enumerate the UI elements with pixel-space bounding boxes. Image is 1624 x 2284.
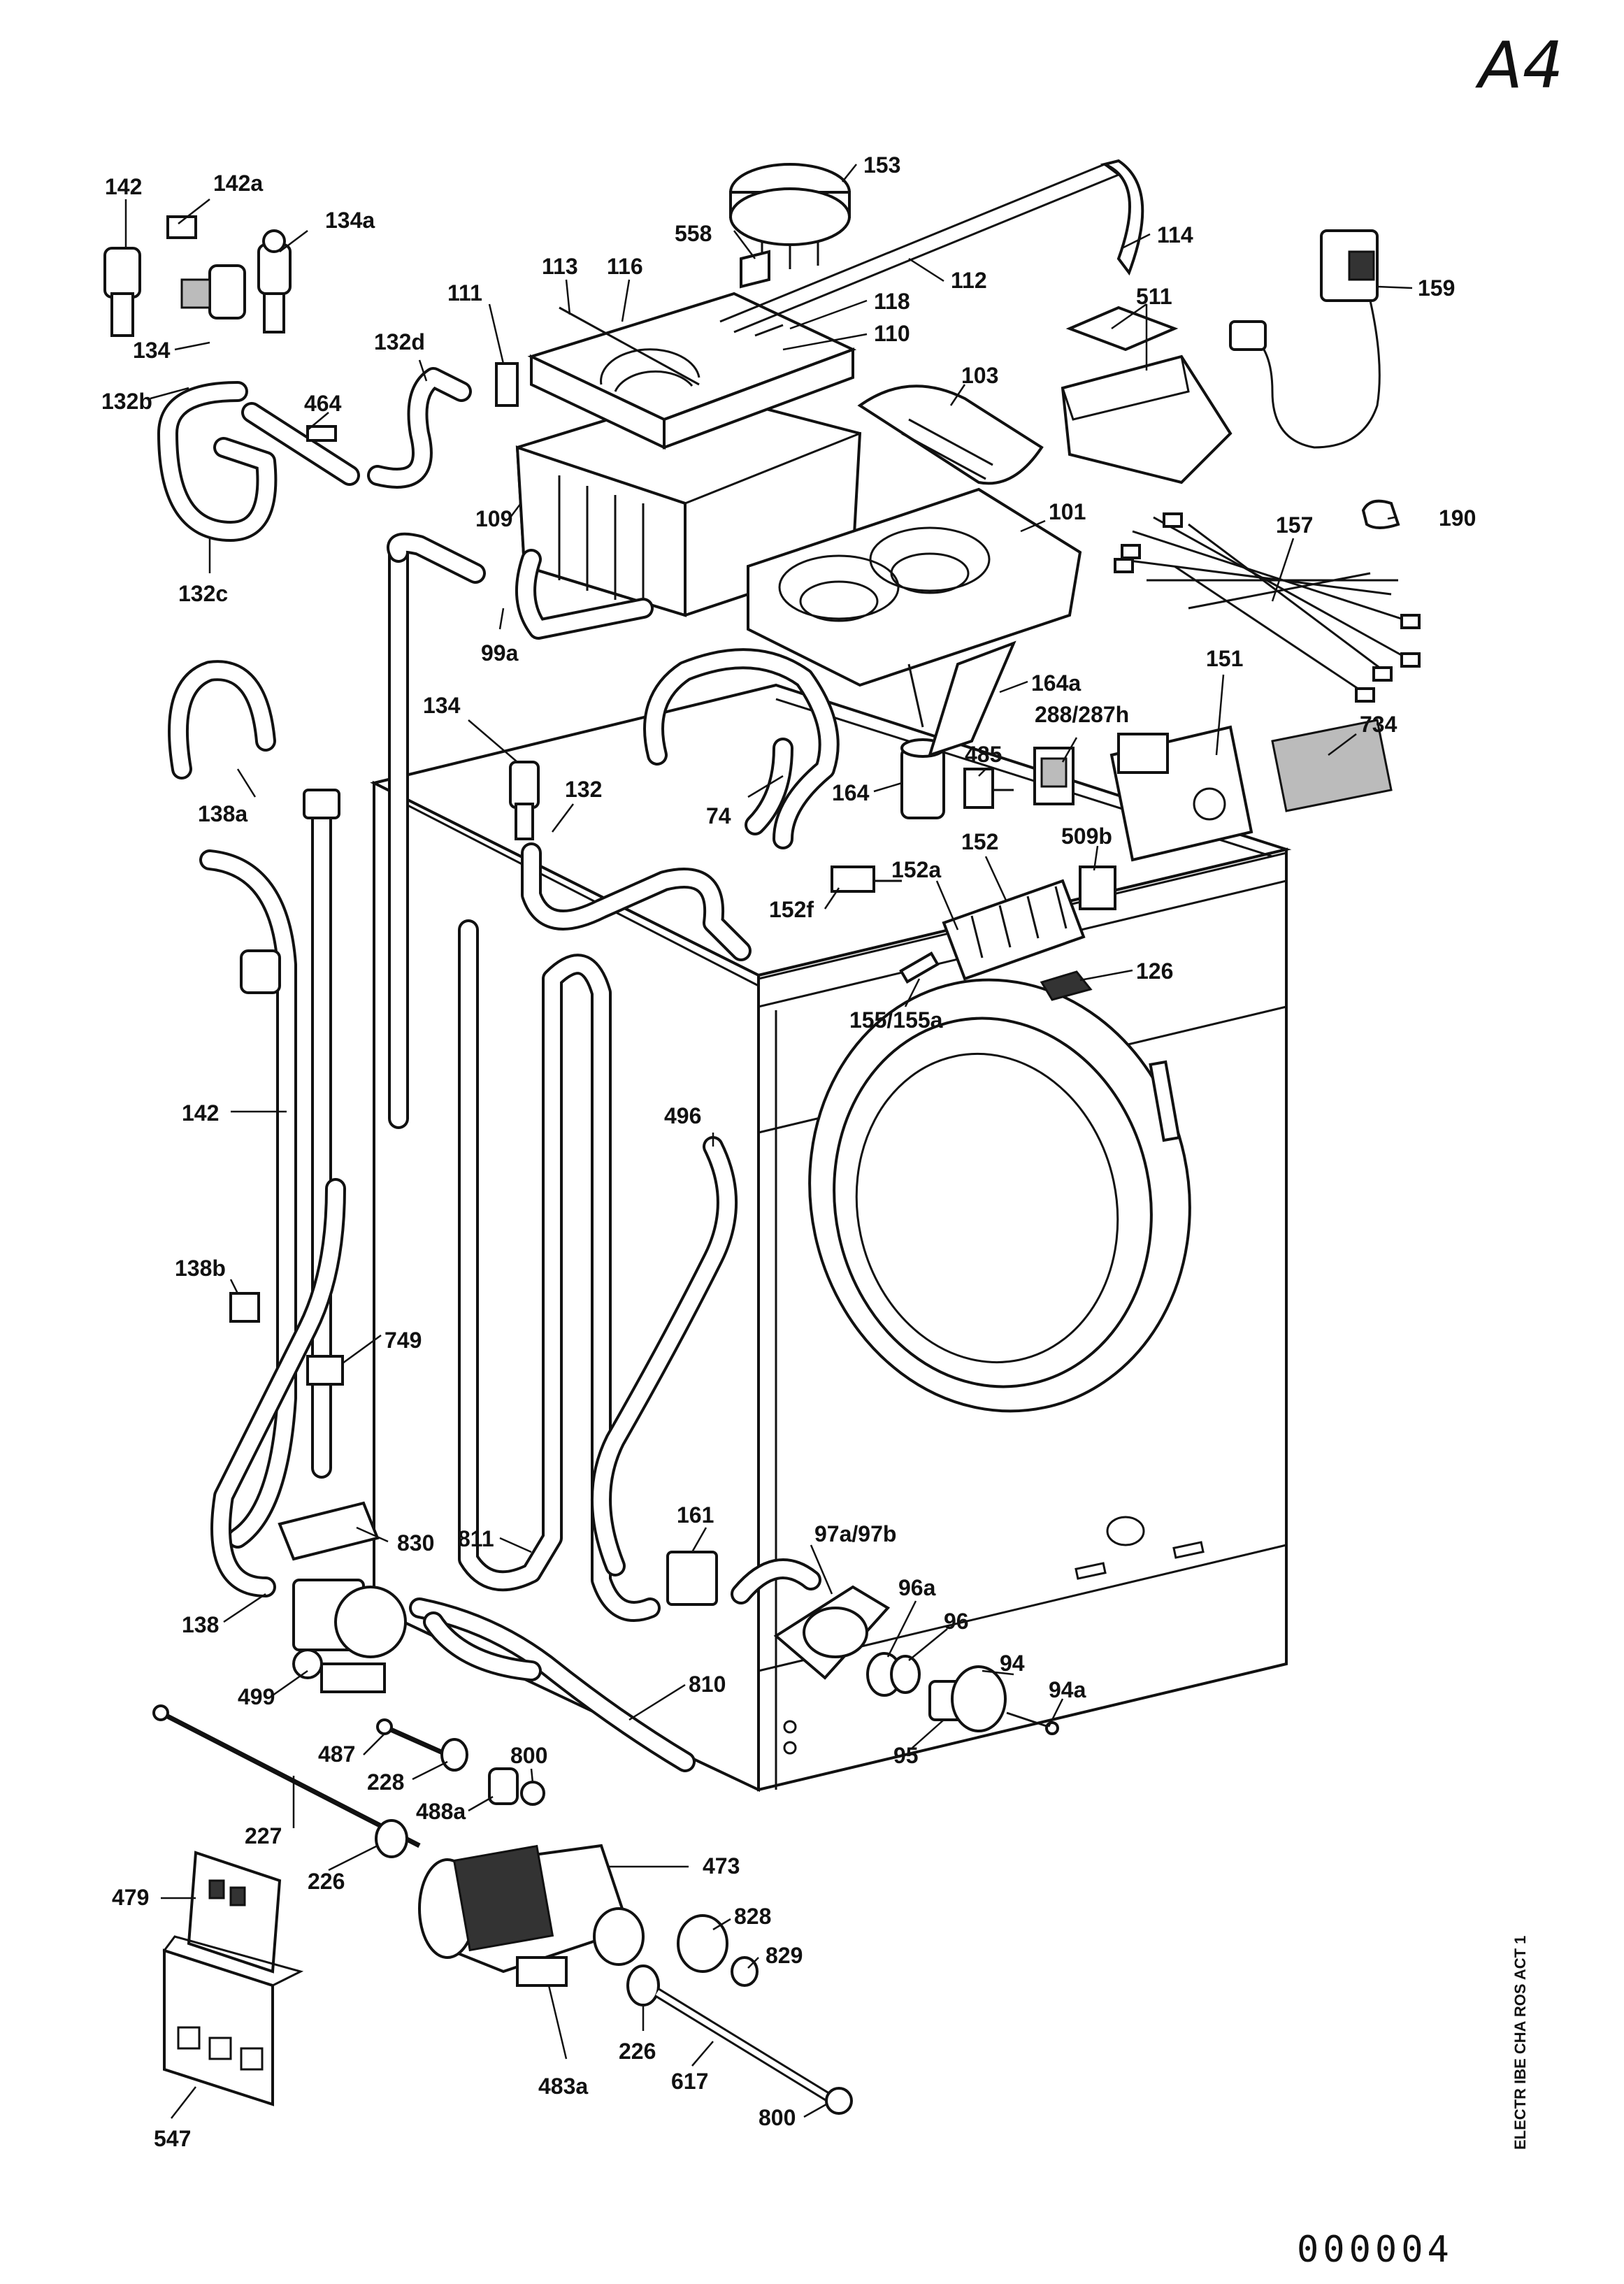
callout-99a: 99a xyxy=(481,640,519,666)
callout-190: 190 xyxy=(1439,505,1476,531)
callout-118: 118 xyxy=(874,289,910,314)
callout-97a-97b: 97a/97b xyxy=(814,1521,896,1546)
callout-226-right: 226 xyxy=(619,2039,656,2064)
callout-226-left: 226 xyxy=(308,1869,345,1894)
mains-cable xyxy=(1229,229,1381,449)
inlet-valves-group xyxy=(103,215,472,542)
callout-132b: 132b xyxy=(101,389,152,414)
callout-114: 114 xyxy=(1157,222,1193,247)
callout-499: 499 xyxy=(238,1684,275,1709)
electrical-components xyxy=(831,640,1393,1001)
callout-800-bottom: 800 xyxy=(759,2105,796,2130)
callout-109: 109 xyxy=(475,506,512,531)
dispenser-assembly xyxy=(495,159,1233,728)
callout-142-mid: 142 xyxy=(182,1100,219,1126)
callout-95: 95 xyxy=(893,1743,919,1768)
callout-94: 94 xyxy=(1000,1651,1025,1676)
pump-and-sump xyxy=(292,1551,1059,1772)
wiring-harness xyxy=(1114,499,1421,703)
callout-113: 113 xyxy=(542,254,578,279)
callout-547: 547 xyxy=(154,2126,191,2151)
callout-288-287h: 288/287h xyxy=(1035,702,1129,727)
external-hoses xyxy=(168,660,380,1597)
callout-96: 96 xyxy=(944,1609,969,1634)
callout-617: 617 xyxy=(671,2069,708,2094)
callout-132c: 132c xyxy=(178,581,228,606)
callout-734: 734 xyxy=(1360,712,1397,737)
callout-110: 110 xyxy=(874,321,910,346)
callout-164: 164 xyxy=(832,780,870,805)
callout-132d: 132d xyxy=(374,329,425,354)
callout-155-155a: 155/155a xyxy=(849,1007,943,1033)
motor-group xyxy=(152,1704,853,2115)
callout-749: 749 xyxy=(385,1328,422,1353)
callout-485: 485 xyxy=(965,742,1002,767)
callout-228: 228 xyxy=(367,1769,404,1795)
callout-157: 157 xyxy=(1276,512,1313,538)
callout-101: 101 xyxy=(1049,499,1086,524)
callout-142a: 142a xyxy=(213,171,263,196)
document-number: 000004 xyxy=(1297,2229,1453,2271)
callout-134-top: 134 xyxy=(133,338,171,363)
callout-511: 511 xyxy=(1136,284,1172,309)
callout-134-mid: 134 xyxy=(423,693,461,718)
callout-164a: 164a xyxy=(1031,670,1081,696)
callout-142-top: 142 xyxy=(105,174,142,199)
callout-111: 111 xyxy=(447,280,482,306)
callout-496: 496 xyxy=(664,1103,701,1128)
callout-132: 132 xyxy=(565,777,602,802)
callout-509b: 509b xyxy=(1061,824,1112,849)
callout-152a: 152a xyxy=(891,857,941,882)
callout-138b: 138b xyxy=(175,1256,226,1281)
callout-103: 103 xyxy=(961,363,998,388)
callout-473: 473 xyxy=(703,1853,740,1879)
callout-800-top: 800 xyxy=(510,1743,547,1768)
callout-152: 152 xyxy=(961,829,998,854)
callout-558: 558 xyxy=(675,221,712,246)
callout-labels: 142 142a 134a 134 132b 132c 132d 464 111… xyxy=(101,152,1476,2151)
callout-152f: 152f xyxy=(769,897,814,922)
callout-810: 810 xyxy=(689,1672,726,1697)
callout-112: 112 xyxy=(951,268,987,293)
callout-483a: 483a xyxy=(538,2074,588,2099)
callout-151: 151 xyxy=(1206,646,1243,671)
callout-811: 811 xyxy=(458,1526,494,1551)
leader-lines xyxy=(124,164,1413,2119)
callout-138a: 138a xyxy=(198,801,247,826)
callout-161: 161 xyxy=(677,1502,714,1528)
callout-74: 74 xyxy=(706,803,731,828)
callout-159: 159 xyxy=(1418,275,1455,301)
callout-487: 487 xyxy=(318,1741,355,1767)
callout-464: 464 xyxy=(304,391,342,416)
callout-479: 479 xyxy=(112,1885,149,1910)
callout-488a: 488a xyxy=(416,1799,466,1824)
callout-138: 138 xyxy=(182,1612,219,1637)
callout-829: 829 xyxy=(766,1943,803,1968)
internal-hoses xyxy=(387,532,840,1622)
corner-sheet-mark: A4 xyxy=(1475,28,1563,103)
callout-830: 830 xyxy=(397,1530,434,1556)
callout-94a: 94a xyxy=(1049,1677,1086,1702)
callout-134a: 134a xyxy=(325,208,375,233)
side-caption: ELECTR IBE CHA ROS ACT 1 xyxy=(1511,1936,1529,2150)
callout-153: 153 xyxy=(863,152,900,178)
callout-828: 828 xyxy=(734,1904,771,1929)
callout-96a: 96a xyxy=(898,1575,936,1600)
callout-116: 116 xyxy=(607,254,643,279)
callout-227: 227 xyxy=(245,1823,282,1848)
callout-126: 126 xyxy=(1136,958,1173,984)
